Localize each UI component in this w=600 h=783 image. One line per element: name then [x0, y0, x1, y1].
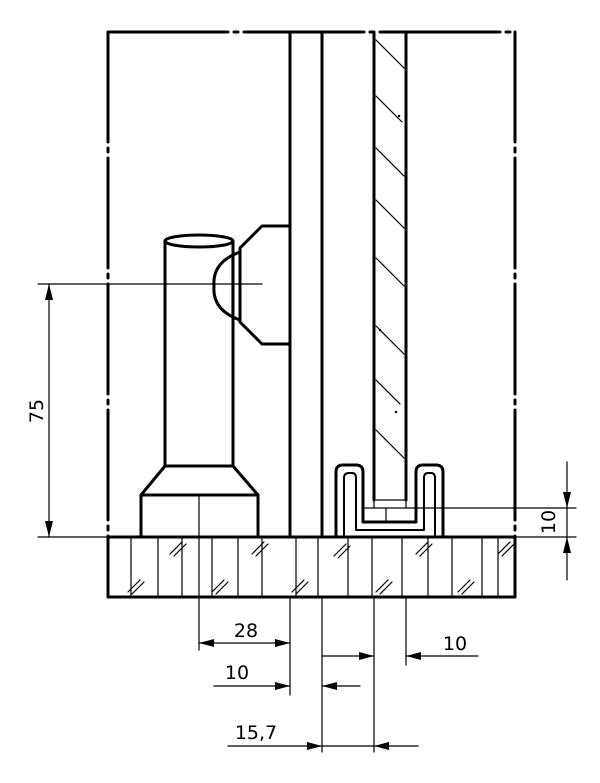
extension-lines: [198, 494, 407, 753]
dimension-10-left: 10: [213, 662, 361, 690]
dimension-28: 28: [198, 620, 291, 647]
u-channel: [334, 463, 445, 539]
dimension-75-label: 75: [26, 399, 48, 423]
dimension-10-vertical: 10: [415, 461, 577, 581]
dimension-10-left-label: 10: [225, 662, 249, 684]
dimension-10-right: 10: [321, 633, 479, 660]
floor-section: [106, 535, 517, 599]
floor-hatching: [127, 536, 515, 598]
glass-pane: [372, 30, 408, 502]
dimension-15-7: 15,7: [227, 722, 419, 750]
glass-hatching: [375, 39, 405, 459]
dimension-28-label: 28: [234, 620, 258, 642]
vertical-panels: [288, 30, 324, 539]
dimension-10-vertical-label: 10: [538, 510, 560, 534]
dimension-15-7-label: 15,7: [235, 722, 277, 744]
dimension-75: 75: [26, 283, 263, 538]
dimension-10-right-label: 10: [443, 633, 467, 655]
